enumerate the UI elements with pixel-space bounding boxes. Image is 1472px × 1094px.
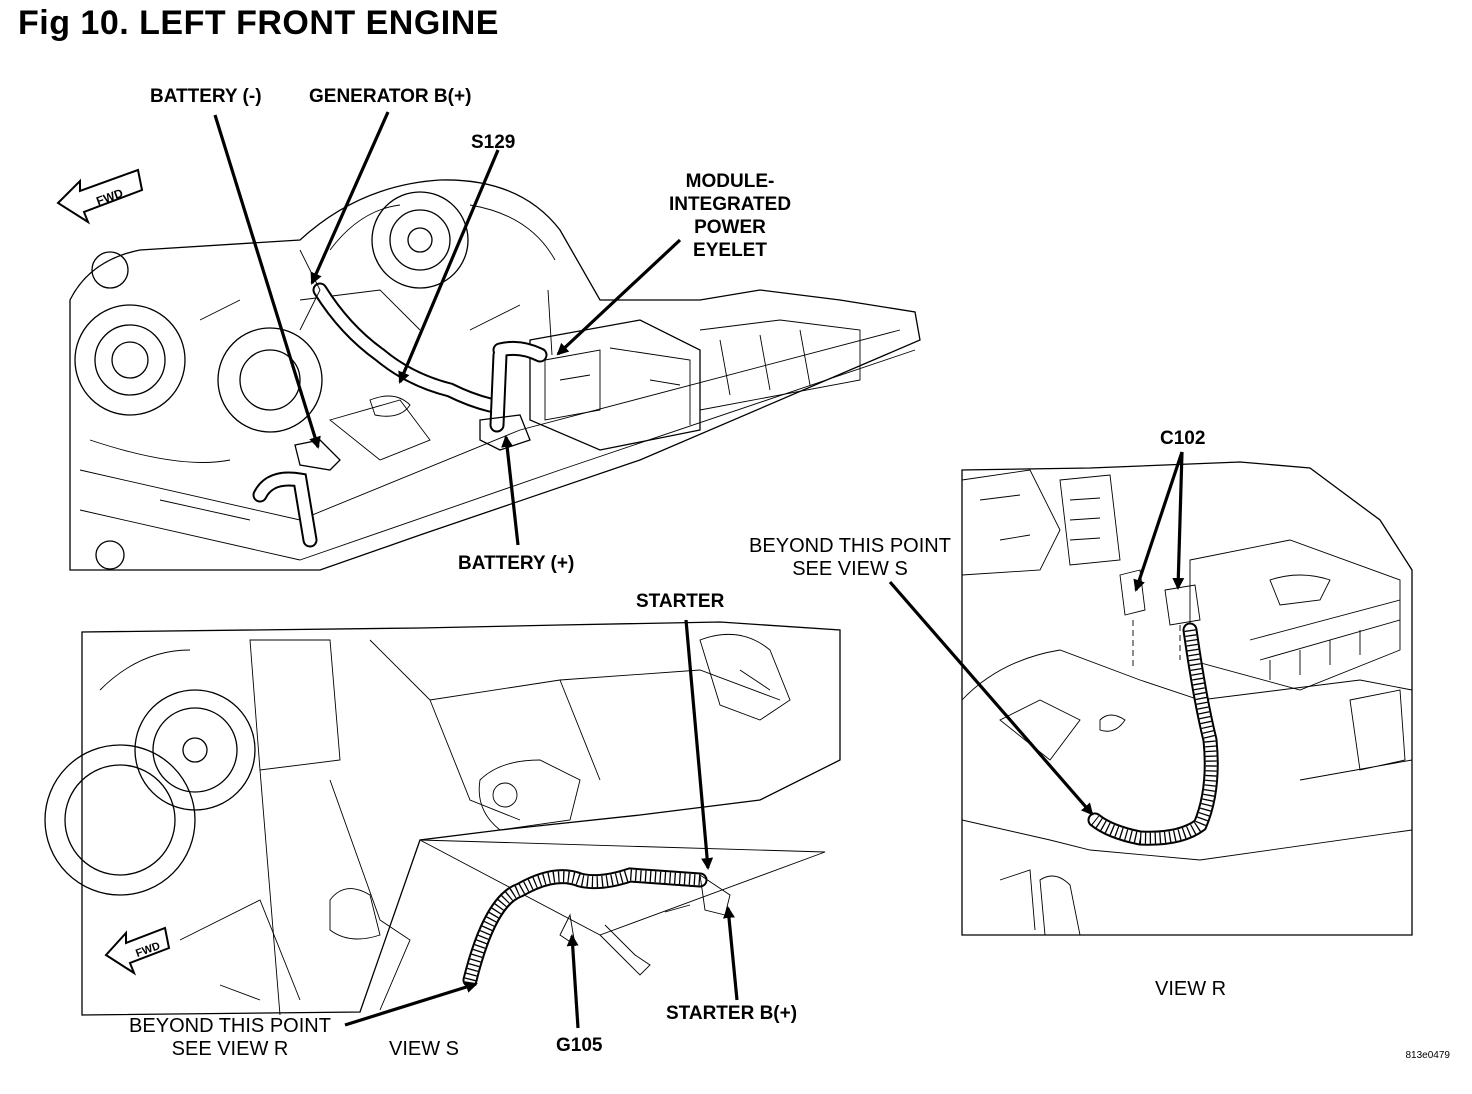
view-r-leaders (888, 451, 1185, 816)
label-beyond-r-line-1: BEYOND THIS POINT (129, 1015, 331, 1037)
label-starter-b-plus: STARTER B(+) (666, 1003, 798, 1024)
label-battery-negative: BATTERY (-) (150, 86, 262, 107)
label-module-line-2: INTEGRATED (668, 194, 792, 215)
label-s129: S129 (471, 132, 516, 153)
view-r-illustration (961, 461, 1413, 936)
label-beyond-see-view-r: BEYOND THIS POINT SEE VIEW R (116, 1015, 344, 1061)
label-module-line-4: EYELET (693, 240, 767, 261)
view-s-illustration (44, 621, 841, 1016)
label-module-line-1: MODULE- (685, 171, 775, 192)
label-starter: STARTER (636, 591, 725, 612)
label-view-s: VIEW S (389, 1038, 460, 1060)
label-battery-positive: BATTERY (+) (458, 553, 575, 574)
label-module-line-3: POWER (694, 217, 766, 238)
label-view-r: VIEW R (1155, 978, 1227, 1000)
top-engine-view (69, 179, 921, 571)
reference-code: 813e0479 (1405, 1050, 1451, 1061)
label-generator-b-plus: GENERATOR B(+) (309, 86, 472, 107)
label-g105: G105 (556, 1035, 603, 1056)
fwd-arrow-bottom: FWD (104, 926, 171, 976)
fwd-arrow-top: FWD (56, 168, 144, 225)
figure-title: Fig 10. LEFT FRONT ENGINE (18, 4, 499, 42)
label-beyond-see-view-s: BEYOND THIS POINT SEE VIEW S (740, 535, 960, 581)
top-leaders (213, 111, 682, 546)
view-s-leaders (344, 619, 739, 1029)
label-c102: C102 (1160, 428, 1206, 449)
label-beyond-r-line-2: SEE VIEW R (171, 1038, 289, 1060)
label-beyond-s-line-1: BEYOND THIS POINT (749, 535, 951, 557)
label-beyond-s-line-2: SEE VIEW S (792, 558, 908, 580)
label-module-integrated-power-eyelet: MODULE- INTEGRATED POWER EYELET (650, 170, 810, 262)
